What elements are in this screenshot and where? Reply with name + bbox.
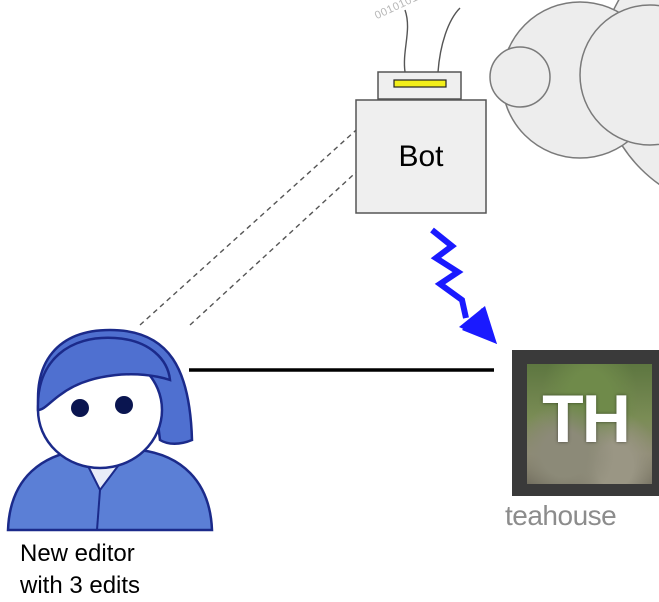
teahouse-photo [527, 364, 652, 484]
editor-label-line1: New editor [20, 540, 135, 567]
bot-box [355, 99, 487, 214]
cloud-icon [489, 0, 659, 186]
editor-label-line2: with 3 edits [20, 572, 141, 599]
bot-label: Bot [398, 140, 444, 173]
teahouse-logo: TH [512, 350, 659, 496]
router-icon [377, 71, 462, 100]
editor-label: New editor with 3 edits [20, 538, 220, 602]
lightning-bolt-arrow [430, 227, 497, 344]
teahouse-name: teahouse [505, 500, 617, 531]
antenna-icon [403, 7, 461, 73]
teahouse-logo-text: TH [542, 381, 631, 457]
editor-person-icon [6, 328, 214, 532]
